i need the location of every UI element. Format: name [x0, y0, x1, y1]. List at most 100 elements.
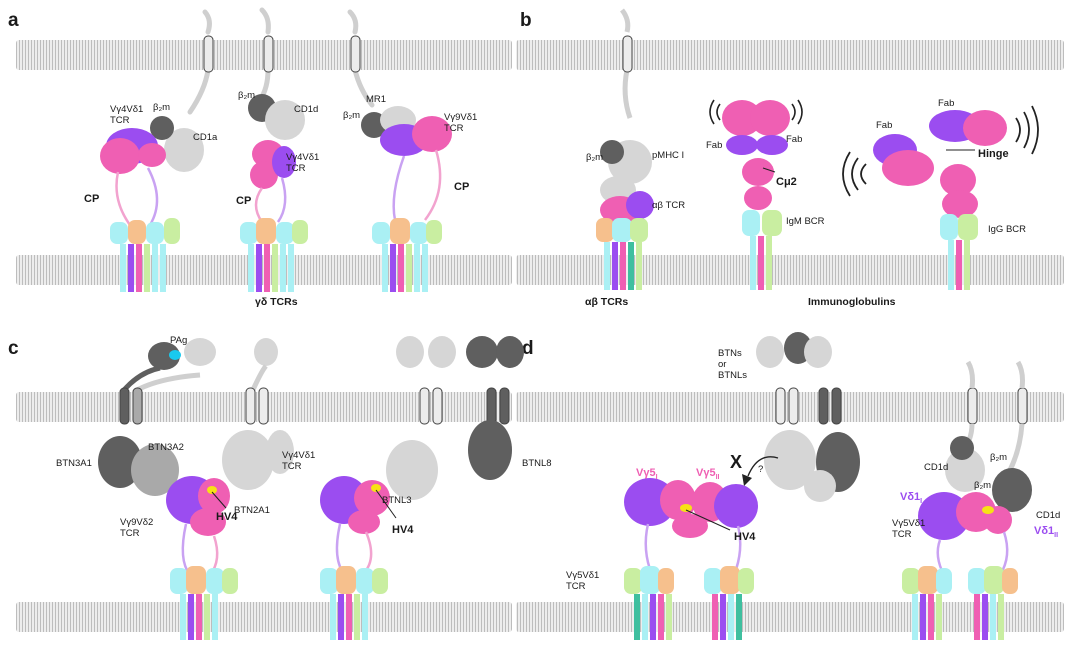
cd3-bundle-d3 [902, 566, 952, 640]
label-cd1a: CD1a [193, 132, 218, 143]
tm-helices-top-a [203, 35, 361, 73]
label-b2m-d2: β₂m [974, 480, 991, 491]
complex-cd1a [100, 116, 204, 174]
cd3-bundle-c1 [170, 566, 238, 640]
cd3-bundle-a1 [110, 218, 180, 292]
label-fab-1: Fab [706, 140, 722, 151]
label-x: X [730, 452, 742, 472]
label-pmhc: pMHC I [652, 150, 684, 161]
cd3-bundle-d4 [968, 566, 1018, 640]
cd3-bundle-d2 [704, 566, 754, 640]
label-vd1-ii: Vδ1II [1034, 525, 1058, 539]
membrane-bottom-c [16, 602, 512, 632]
tm-helices-c [119, 387, 510, 425]
label-btnl8: BTNL8 [522, 458, 552, 469]
cd3-bundle-c2 [320, 566, 388, 640]
cd3-bundle-a3 [372, 218, 442, 292]
label-b2m-a3: β₂m [343, 110, 360, 121]
label-fab-4: Fab [938, 98, 954, 109]
label-cd1d-d1: CD1d [924, 462, 948, 473]
label-vg5-i: Vγ5I [636, 467, 658, 481]
label-cd1d-a: CD1d [294, 104, 318, 115]
caption-gd-tcrs: γδ TCRs [255, 296, 298, 308]
label-hinge: Hinge [978, 148, 1009, 160]
label-ab-tcr: αβ TCR [652, 200, 685, 211]
complex-vg4vd1-tcr-c [320, 420, 512, 534]
label-b2m-a1: β₂m [153, 102, 170, 113]
complex-ab-tcr [596, 140, 654, 290]
label-cp-a1: CP [84, 193, 99, 205]
label-cmu2: Cμ2 [776, 176, 797, 188]
complex-cd1d-dimer [918, 436, 1032, 540]
cd3-bundle-d1 [624, 566, 674, 640]
label-mr1: MR1 [366, 94, 386, 105]
complex-vg9vd2-tcr [166, 476, 230, 536]
tm-helices-d [775, 387, 1028, 425]
btn3a1-head [148, 342, 180, 370]
label-btn2a1: BTN2A1 [234, 505, 270, 516]
complex-mr1 [361, 106, 452, 156]
label-btnl3: BTNL3 [382, 495, 412, 506]
membrane-bottom-d [516, 602, 1064, 632]
complex-igg-bcr [873, 110, 1007, 290]
caption-ab-tcrs: αβ TCRs [585, 296, 628, 308]
pag-ligand [169, 350, 181, 360]
btn3a2-domain [131, 444, 179, 496]
label-b2m-a2: β₂m [238, 90, 255, 101]
complex-cd1d [248, 94, 305, 189]
pmhc-stalk [622, 69, 633, 119]
cmu2-pointer [762, 167, 776, 173]
label-igg: IgG BCR [988, 224, 1026, 235]
caption-immunoglobulins: Immunoglobulins [808, 296, 896, 308]
question-arrow [747, 456, 779, 477]
label-cd1d-d2: CD1d [1036, 510, 1060, 521]
complex-vg5vd1-dimer [624, 478, 758, 538]
label-btn3a2: BTN3A2 [148, 442, 184, 453]
label-igm: IgM BCR [786, 216, 825, 227]
motion-arcs-igg [842, 105, 1039, 197]
complex-igm-bcr [722, 100, 790, 290]
label-hv4-c1: HV4 [216, 511, 238, 523]
label-hv4-d: HV4 [734, 531, 756, 543]
hv4-pointer-c1 [211, 491, 227, 509]
panel-letter-d: d [522, 338, 534, 359]
label-btn3a1: BTN3A1 [56, 458, 92, 469]
label-vd1-i: Vδ1I [900, 491, 922, 505]
hv4-pointer-d [685, 509, 731, 531]
label-cp-a2: CP [236, 195, 251, 207]
cd3-bundle-a2 [240, 218, 308, 292]
label-hv4-c2: HV4 [392, 524, 414, 536]
label-cp-a3: CP [454, 181, 469, 193]
label-fab-2: Fab [786, 134, 802, 145]
membrane-top-b [516, 40, 1064, 70]
btn3a1-domain [98, 436, 142, 488]
membrane-bottom-b [516, 255, 1064, 285]
motion-arcs-igm [709, 99, 803, 125]
label-vg5-ii: Vγ5II [696, 467, 720, 481]
panel-letter-a: a [8, 10, 19, 31]
label-b2m-d1: β₂m [990, 452, 1007, 463]
tm-helix-pmhc [622, 35, 633, 73]
label-b2m-b: β₂m [586, 152, 603, 163]
label-fab-3: Fab [876, 120, 892, 131]
label-q: ? [758, 464, 763, 475]
hv4-pointer-c2 [375, 489, 397, 519]
panel-letter-c: c [8, 338, 19, 359]
btn2a1-domain [222, 430, 274, 490]
connecting-peptides-a [115, 149, 442, 226]
label-pag: PAg [170, 335, 187, 346]
antigen-stalks-a [187, 7, 375, 115]
panel-b: β₂m pMHC I αβ TCR Fab Fab Cμ2 IgM BCR Fa… [585, 8, 1039, 308]
